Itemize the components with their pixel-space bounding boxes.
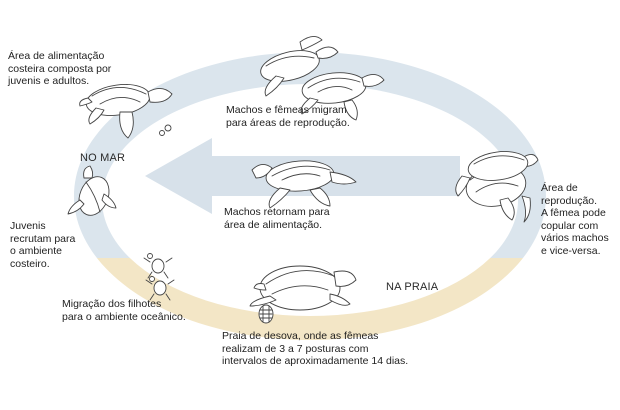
- sea-zone-label: NO MAR: [80, 152, 126, 164]
- beach-zone-label: NA PRAIA: [386, 281, 439, 293]
- turtle-migrating-icon: [260, 36, 385, 121]
- turtle-juvenile-icon: [67, 165, 117, 216]
- hatchlings-label: Migração dos filhotes para o ambiente oc…: [62, 298, 186, 323]
- reproduction-label: Área de reprodução. A fêmea pode copular…: [541, 182, 609, 257]
- feeding-area-label: Área de alimentação costeira composta po…: [8, 50, 112, 87]
- turtle-nesting-icon: [249, 265, 357, 324]
- turtle-mating-icon: [455, 151, 539, 223]
- migration-label: Machos e fêmeas migram para áreas de rep…: [226, 104, 350, 129]
- turtle-feeding-icon: [79, 84, 173, 139]
- turtle-returning-icon: [251, 160, 357, 209]
- nesting-label: Praia de desova, onde as fêmeas realizam…: [222, 330, 409, 367]
- juveniles-label: Juvenis recrutam para o ambiente costeir…: [10, 220, 76, 270]
- return-label: Machos retornam para área de alimentação…: [224, 206, 330, 231]
- hatchling-icon: [143, 253, 175, 301]
